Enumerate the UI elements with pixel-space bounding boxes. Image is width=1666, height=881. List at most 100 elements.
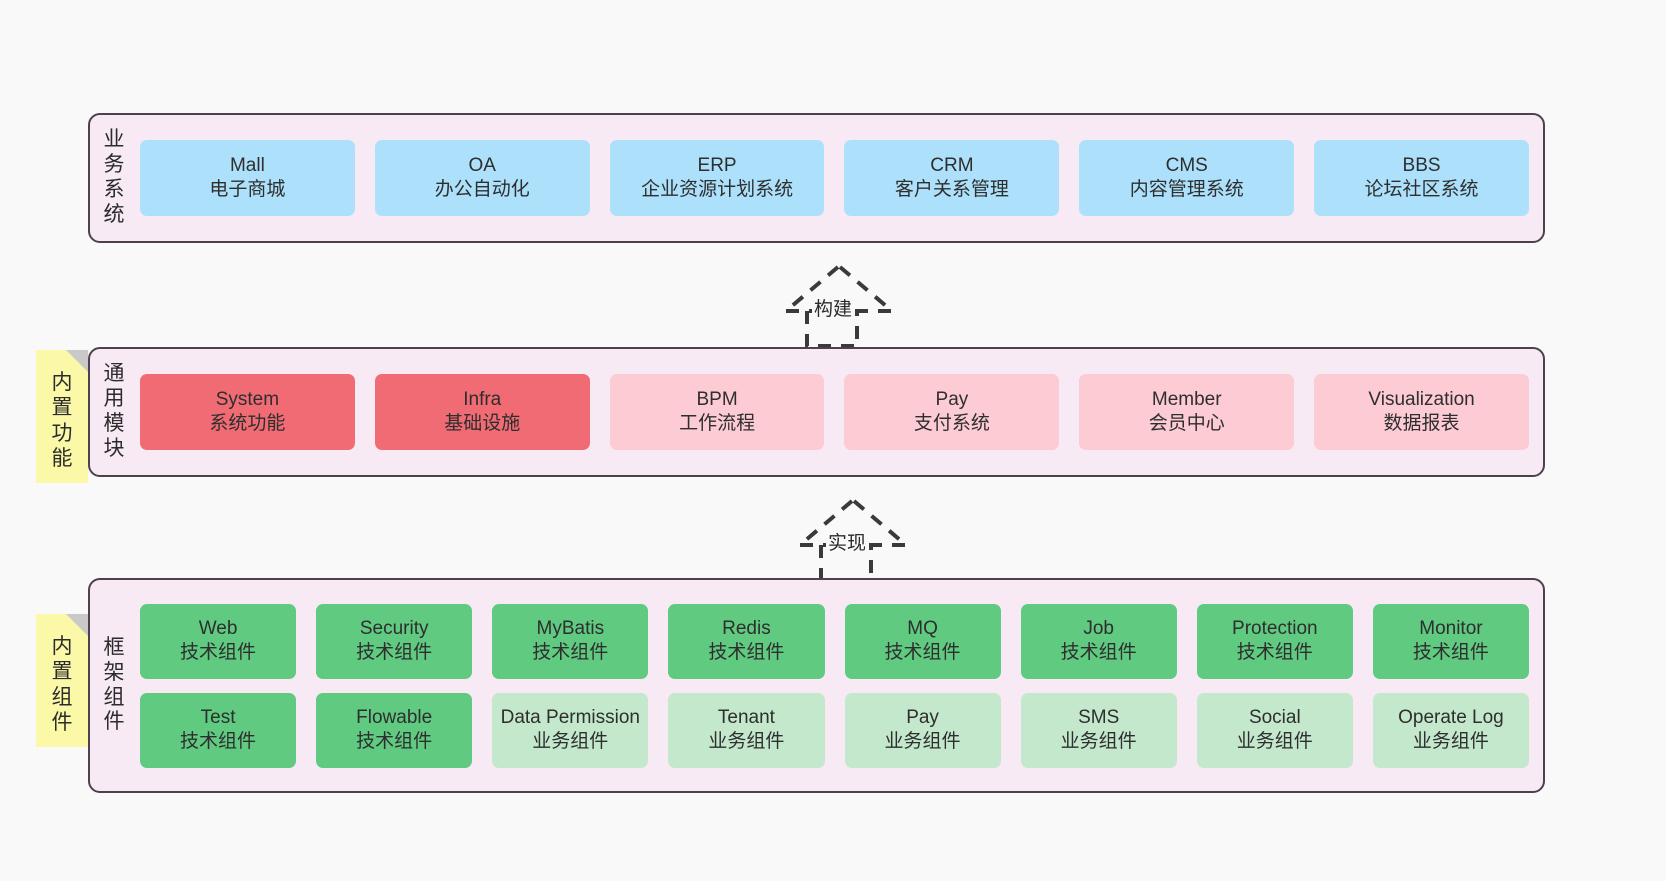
module-subtitle: 客户关系管理 bbox=[894, 179, 1009, 200]
module-name: Mall bbox=[229, 154, 265, 176]
module-name: OA bbox=[468, 154, 496, 176]
module-box-crm[interactable]: CRM 客户关系管理 bbox=[844, 140, 1060, 216]
module-name: Test bbox=[200, 706, 236, 728]
module-box-sms[interactable]: SMS 业务组件 bbox=[1020, 692, 1177, 768]
module-name: SMS bbox=[1078, 706, 1120, 728]
layer-body-common: System 系统功能 Infra 基础设施 BPM 工作流程 Pay 支付系统… bbox=[138, 349, 1543, 475]
layer-row-business: Test 技术组件 Flowable 技术组件 Data Permission … bbox=[140, 692, 1529, 768]
module-subtitle: 业务组件 bbox=[1060, 731, 1137, 752]
connector-shaft bbox=[805, 311, 859, 348]
module-name: MyBatis bbox=[536, 617, 605, 639]
module-name: CMS bbox=[1165, 154, 1208, 176]
layer-row: Mall 电子商城 OA 办公自动化 ERP 企业资源计划系统 CRM 客户关系… bbox=[140, 140, 1529, 216]
module-subtitle: 技术组件 bbox=[1412, 642, 1489, 663]
module-subtitle: 技术组件 bbox=[532, 642, 609, 663]
module-name: CRM bbox=[930, 154, 974, 176]
module-subtitle: 基础设施 bbox=[444, 413, 521, 434]
module-box-member[interactable]: Member 会员中心 bbox=[1079, 374, 1295, 450]
module-box-pay[interactable]: Pay 支付系统 bbox=[844, 374, 1060, 450]
module-box-operate-log[interactable]: Operate Log 业务组件 bbox=[1372, 692, 1529, 768]
module-box-protection[interactable]: Protection 技术组件 bbox=[1196, 603, 1353, 679]
layer-body-framework: Web 技术组件 Security 技术组件 MyBatis 技术组件 Redi… bbox=[138, 580, 1543, 791]
module-subtitle: 论坛社区系统 bbox=[1364, 179, 1479, 200]
module-name: Monitor bbox=[1419, 617, 1483, 639]
module-name: Member bbox=[1151, 388, 1222, 410]
arrowhead-right-edge bbox=[838, 265, 894, 313]
module-box-flowable[interactable]: Flowable 技术组件 bbox=[316, 692, 473, 768]
module-subtitle: 办公自动化 bbox=[434, 179, 530, 200]
module-name: Flowable bbox=[356, 706, 433, 728]
layer-body-business: Mall 电子商城 OA 办公自动化 ERP 企业资源计划系统 CRM 客户关系… bbox=[138, 115, 1543, 241]
module-subtitle: 业务组件 bbox=[532, 731, 609, 752]
module-box-erp[interactable]: ERP 企业资源计划系统 bbox=[609, 140, 825, 216]
module-name: Job bbox=[1083, 617, 1114, 639]
arrowhead-right-edge bbox=[852, 499, 908, 547]
module-subtitle: 技术组件 bbox=[708, 642, 785, 663]
module-name: Pay bbox=[935, 388, 969, 410]
connector-implement: 实现 bbox=[766, 492, 926, 582]
module-subtitle: 内容管理系统 bbox=[1129, 179, 1244, 200]
module-box-test[interactable]: Test 技术组件 bbox=[140, 692, 297, 768]
module-subtitle: 技术组件 bbox=[356, 731, 433, 752]
sticky-note-builtin-features: 内 置 功 能 bbox=[36, 350, 88, 483]
module-subtitle: 业务组件 bbox=[1412, 731, 1489, 752]
module-box-infra[interactable]: Infra 基础设施 bbox=[374, 374, 590, 450]
module-box-bpm[interactable]: BPM 工作流程 bbox=[609, 374, 825, 450]
module-subtitle: 业务组件 bbox=[1236, 731, 1313, 752]
module-box-monitor[interactable]: Monitor 技术组件 bbox=[1372, 603, 1529, 679]
module-subtitle: 数据报表 bbox=[1383, 413, 1460, 434]
layer-row-tech: Web 技术组件 Security 技术组件 MyBatis 技术组件 Redi… bbox=[140, 603, 1529, 679]
connector-label-implement: 实现 bbox=[826, 528, 869, 555]
module-name: Web bbox=[198, 617, 238, 639]
layer-title-business: 业 务 系 统 bbox=[103, 128, 125, 226]
module-box-system[interactable]: System 系统功能 bbox=[140, 374, 355, 450]
module-box-visualization[interactable]: Visualization 数据报表 bbox=[1314, 374, 1529, 450]
module-box-social[interactable]: Social 业务组件 bbox=[1196, 692, 1353, 768]
module-box-tenant[interactable]: Tenant 业务组件 bbox=[668, 692, 825, 768]
module-subtitle: 业务组件 bbox=[884, 731, 961, 752]
module-name: Protection bbox=[1232, 617, 1318, 639]
module-subtitle: 工作流程 bbox=[679, 413, 756, 434]
module-name: ERP bbox=[697, 154, 737, 176]
module-box-mall[interactable]: Mall 电子商城 bbox=[140, 140, 355, 216]
layer-panel-common: 通 用 模 块 System 系统功能 Infra 基础设施 BPM 工作流程 … bbox=[88, 347, 1545, 477]
module-box-cms[interactable]: CMS 内容管理系统 bbox=[1079, 140, 1295, 216]
module-name: Operate Log bbox=[1398, 706, 1504, 728]
module-subtitle: 技术组件 bbox=[1236, 642, 1313, 663]
module-name: MQ bbox=[907, 617, 938, 639]
module-name: Pay bbox=[906, 706, 939, 728]
arrowhead-left-edge bbox=[784, 265, 840, 313]
module-box-job[interactable]: Job 技术组件 bbox=[1020, 603, 1177, 679]
module-box-security[interactable]: Security 技术组件 bbox=[316, 603, 473, 679]
layer-panel-framework: 框 架 组 件 Web 技术组件 Security 技术组件 MyBatis 技… bbox=[88, 578, 1545, 793]
module-name: Data Permission bbox=[500, 706, 640, 728]
module-box-bbs[interactable]: BBS 论坛社区系统 bbox=[1314, 140, 1529, 216]
module-box-data-permission[interactable]: Data Permission 业务组件 bbox=[492, 692, 649, 768]
module-name: Tenant bbox=[717, 706, 775, 728]
module-name: BPM bbox=[696, 388, 738, 410]
module-subtitle: 技术组件 bbox=[180, 642, 257, 663]
module-name: Visualization bbox=[1368, 388, 1475, 410]
note-fold-corner-icon bbox=[66, 350, 88, 372]
connector-label-build: 构建 bbox=[812, 294, 855, 321]
connector-build: 构建 bbox=[752, 258, 912, 348]
module-box-mq[interactable]: MQ 技术组件 bbox=[844, 603, 1001, 679]
module-name: Infra bbox=[463, 388, 502, 410]
module-box-oa[interactable]: OA 办公自动化 bbox=[374, 140, 590, 216]
module-subtitle: 业务组件 bbox=[708, 731, 785, 752]
sticky-note-builtin-components: 内 置 组 件 bbox=[36, 614, 88, 747]
arrowhead-left-edge bbox=[798, 499, 854, 547]
module-subtitle: 支付系统 bbox=[913, 413, 990, 434]
module-subtitle: 技术组件 bbox=[180, 731, 257, 752]
module-box-mybatis[interactable]: MyBatis 技术组件 bbox=[492, 603, 649, 679]
module-box-web[interactable]: Web 技术组件 bbox=[140, 603, 297, 679]
module-box-pay-component[interactable]: Pay 业务组件 bbox=[844, 692, 1001, 768]
module-subtitle: 技术组件 bbox=[884, 642, 961, 663]
layer-row: System 系统功能 Infra 基础设施 BPM 工作流程 Pay 支付系统… bbox=[140, 374, 1529, 450]
module-name: Redis bbox=[722, 617, 771, 639]
module-box-redis[interactable]: Redis 技术组件 bbox=[668, 603, 825, 679]
module-subtitle: 系统功能 bbox=[209, 413, 286, 434]
module-name: Security bbox=[359, 617, 429, 639]
module-subtitle: 会员中心 bbox=[1148, 413, 1225, 434]
